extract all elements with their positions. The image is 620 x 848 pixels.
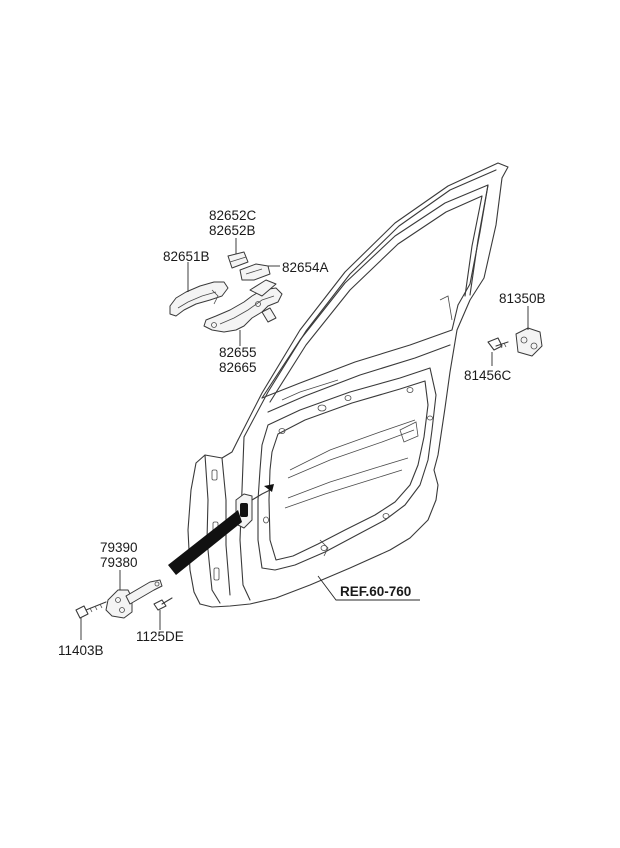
label-11403b: 11403B <box>58 643 104 658</box>
label-1125de: 1125DE <box>136 629 184 644</box>
label-ref-60-760: REF.60-760 <box>340 584 411 599</box>
label-82655: 82655 <box>219 345 257 360</box>
label-82654a: 82654A <box>282 260 329 275</box>
part-labels: 82652C 82652B 82651B 82654A 82655 82665 … <box>58 208 546 658</box>
handle-cover <box>227 251 249 269</box>
latch-pointer-wedge <box>168 510 242 575</box>
handle-bracket <box>203 279 283 333</box>
label-82652c: 82652C <box>209 208 257 223</box>
label-82665: 82665 <box>219 360 257 375</box>
label-81350b: 81350B <box>499 291 546 306</box>
door-striker <box>515 327 543 357</box>
checker-bolt <box>75 601 107 619</box>
label-79380: 79380 <box>100 555 138 570</box>
handle-gasket <box>239 263 271 281</box>
door-checker <box>105 579 163 619</box>
label-82651b: 82651B <box>163 249 210 264</box>
label-81456c: 81456C <box>464 368 512 383</box>
checker-screw <box>153 597 173 611</box>
outside-handle <box>169 281 229 317</box>
leader-lines <box>80 238 529 640</box>
striker-screw <box>487 337 509 351</box>
label-79390: 79390 <box>100 540 138 555</box>
label-82652b: 82652B <box>209 223 256 238</box>
